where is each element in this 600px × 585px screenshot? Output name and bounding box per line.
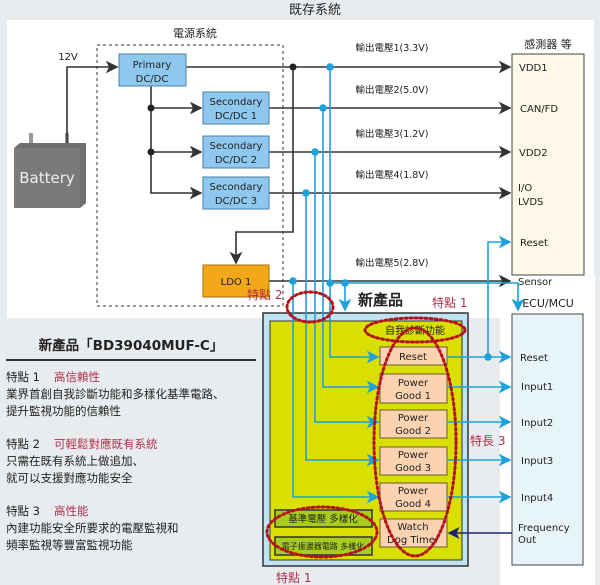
callouts: 特點 2 特點 1 特長 3 特點 1 <box>247 287 505 585</box>
block-label: Power <box>398 378 429 389</box>
feature-item: 特點 1 高信賴性 業界首創自我診斷功能和多樣化基準電路、 提升監視功能的信賴性 <box>6 369 256 420</box>
input-voltage-label: 12V <box>58 52 78 63</box>
block-label: Watch <box>397 522 428 533</box>
output-label: 輸出電壓2(5.0V) <box>355 84 428 96</box>
sensor-box: 感測器 等 VDD1 CAN/FD VDD2 I/O LVDS Reset Se… <box>511 37 585 288</box>
power-good-4-block: Power Good 4 <box>379 482 448 512</box>
junction-dot <box>289 63 297 71</box>
output-label: 輸出電壓1(3.3V) <box>355 42 428 54</box>
junction-dot <box>147 148 155 156</box>
junction-dot <box>147 104 155 112</box>
ecu-box: ECU/MCU Reset Input1 Input2 Input3 Input… <box>511 297 584 566</box>
block-label: Dog Timer <box>387 535 440 546</box>
block-label: Power <box>398 450 429 461</box>
power-system-box <box>96 44 284 307</box>
feature-text: 只需在既有系統上做追加、 <box>6 454 144 468</box>
feature-label: 特點 3 <box>6 504 40 518</box>
chip-label: 新產品 <box>358 291 403 309</box>
feature-label: 特點 1 <box>6 370 40 384</box>
title: 既存系統 <box>289 3 341 18</box>
reset-block: Reset <box>379 346 448 366</box>
block-label: Good 1 <box>395 391 431 402</box>
block-label: Reset <box>399 352 427 363</box>
output-label: 輸出電壓4(1.8V) <box>355 169 428 181</box>
feature-text: 頻率監視等豐富監視功能 <box>6 538 133 552</box>
pin-label: Input4 <box>521 493 553 504</box>
block-label: Good 3 <box>395 463 431 474</box>
battery: Battery <box>14 133 86 208</box>
feature-text: 業界首創自我診斷功能和多樣化基準電路、 <box>6 387 225 401</box>
pin-label: Sensor <box>518 277 553 288</box>
secondary-dcdc-1: Secondary DC/DC 1 <box>202 91 270 125</box>
primary-label: DC/DC <box>136 74 169 85</box>
secondary-label: DC/DC 1 <box>215 111 257 122</box>
12v-wire <box>66 60 119 143</box>
pin-label: Input2 <box>521 418 553 429</box>
power-system-label: 電源系統 <box>173 26 217 40</box>
feature-3-callout: 特長 3 <box>470 433 505 448</box>
pin-label: LVDS <box>518 197 543 208</box>
feature-list: 新產品「BD39040MUF-C」 特點 1 高信賴性 業界首創自我診斷功能和多樣… <box>6 338 256 570</box>
ldo-1: LDO 1 <box>202 264 270 298</box>
ecu-label: ECU/MCU <box>522 297 574 310</box>
ldo-label: LDO 1 <box>221 277 252 288</box>
pin-label: VDD1 <box>519 63 548 74</box>
new-product-chip: 新產品 自我診斷功能 Reset Power Good 1 Power Good… <box>262 291 469 567</box>
block-label: Good 2 <box>395 426 431 437</box>
feature-2-callout: 特點 2 <box>247 287 282 302</box>
secondary-label: DC/DC 3 <box>215 196 257 207</box>
feature-1-callout: 特點 1 <box>432 295 467 310</box>
power-good-3-block: Power Good 3 <box>379 446 448 476</box>
feature-1-callout: 特點 1 <box>276 570 311 585</box>
feature-accent: 可輕鬆對應既有系統 <box>53 437 158 451</box>
pin-label: Reset <box>520 353 548 364</box>
feature-item: 特點 3 高性能 內建功能安全所要求的電壓監視和 頻率監視等豐富監視功能 <box>6 503 256 554</box>
pin-label: Input3 <box>521 456 553 467</box>
reference-voltage-block: 基準電壓 多樣化 <box>274 509 373 528</box>
secondary-label: Secondary <box>210 141 263 152</box>
feature-accent: 高性能 <box>53 504 89 518</box>
secondary-label: DC/DC 2 <box>215 155 257 166</box>
block-label: Power <box>398 413 429 424</box>
pin-label: Input1 <box>521 382 553 393</box>
block-label: Good 4 <box>395 499 431 510</box>
self-diagnosis-label: 自我診斷功能 <box>385 324 445 337</box>
output-label: 輸出電壓5(2.8V) <box>355 257 428 269</box>
feature-item: 特點 2 可輕鬆對應既有系統 只需在既有系統上做追加、 就可以支援對應功能安全 <box>6 436 256 487</box>
primary-dcdc: Primary DC/DC <box>118 53 187 87</box>
power-good-2-block: Power Good 2 <box>379 409 448 439</box>
feature-text: 提升監視功能的信賴性 <box>6 404 121 418</box>
power-good-1-block: Power Good 1 <box>379 373 448 404</box>
feature-heading: 新產品「BD39040MUF-C」 <box>6 338 256 361</box>
pin-label: VDD2 <box>519 148 548 159</box>
pin-label: I/O <box>518 183 532 194</box>
secondary-dcdc-2: Secondary DC/DC 2 <box>202 135 270 169</box>
battery-label: Battery <box>19 169 75 187</box>
feature-label: 特點 2 <box>6 437 40 451</box>
secondary-label: Secondary <box>210 97 263 108</box>
sensor-label: 感測器 等 <box>524 37 572 51</box>
primary-label: Primary <box>133 60 172 71</box>
secondary-dcdc-3: Secondary DC/DC 3 <box>202 176 270 210</box>
feature-text: 內建功能安全所要求的電壓監視和 <box>6 521 179 535</box>
block-label: Power <box>398 486 429 497</box>
oscillator-block: 電子振盪器電路 多樣化 <box>274 536 373 556</box>
feature-accent: 高信賴性 <box>53 370 100 384</box>
output-label: 輸出電壓3(1.2V) <box>355 128 428 140</box>
to-ldo-wire <box>229 67 294 265</box>
pin-label: CAN/FD <box>520 104 558 115</box>
block-label: 電子振盪器電路 多樣化 <box>282 541 365 551</box>
pin-label: Out <box>518 535 536 546</box>
pin-label: Frequency <box>518 523 570 534</box>
existing-system-panel <box>7 20 594 318</box>
monitor-wires <box>289 63 525 539</box>
pin-label: Reset <box>520 238 548 249</box>
feature-text: 就可以支援對應功能安全 <box>6 471 133 485</box>
secondary-label: Secondary <box>210 182 263 193</box>
primary-to-sec3-wire <box>150 86 203 200</box>
block-label: 基準電壓 多樣化 <box>288 513 358 525</box>
